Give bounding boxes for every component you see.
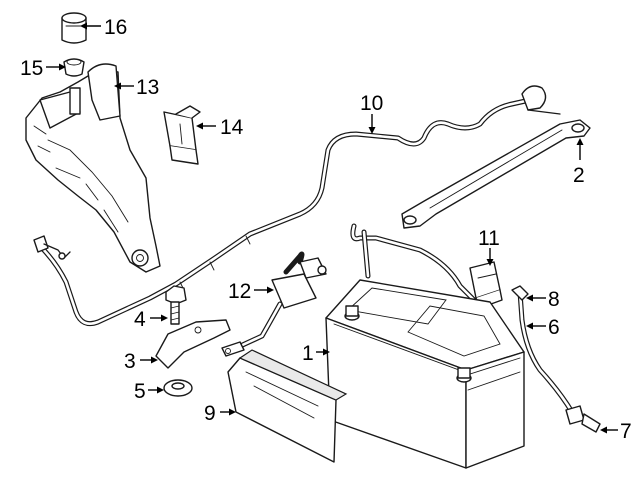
callout-15-label: 15 [20, 57, 43, 80]
callout-3-label: 3 [124, 350, 136, 373]
part-12-negative-cable [221, 251, 327, 357]
callout-4: 4 [134, 308, 168, 331]
callout-9: 9 [204, 402, 236, 425]
callout-14-label: 14 [220, 116, 244, 139]
callouts: 16 15 13 14 10 2 [20, 16, 632, 443]
part-14-cover-plate [163, 105, 201, 165]
callout-12: 12 [228, 280, 274, 303]
callout-9-label: 9 [204, 402, 216, 425]
callout-5-label: 5 [134, 380, 146, 403]
callout-14: 14 [196, 116, 244, 139]
callout-7: 7 [600, 420, 632, 443]
callout-8-label: 8 [548, 288, 560, 311]
part-9-battery-tray [227, 349, 348, 463]
part-10-cable-harness [33, 85, 561, 327]
callout-15: 15 [20, 57, 66, 80]
part-15-grommet [63, 58, 85, 77]
callout-12-label: 12 [228, 280, 251, 303]
callout-16-label: 16 [104, 16, 127, 39]
callout-2: 2 [573, 138, 585, 187]
callout-10: 10 [360, 92, 383, 134]
part-3-bracket-plate [155, 319, 231, 369]
part-4-bolt [165, 285, 187, 325]
callout-10-label: 10 [360, 92, 383, 115]
callout-16: 16 [80, 16, 127, 39]
callout-6-label: 6 [548, 316, 560, 339]
callout-11-label: 11 [478, 227, 500, 250]
part-7-vent-plug [565, 405, 601, 433]
part-13-battery-holder [25, 63, 161, 273]
callout-13: 13 [114, 76, 159, 99]
callout-8: 8 [526, 288, 560, 311]
callout-7-label: 7 [620, 420, 632, 443]
part-2-support-strut [401, 119, 591, 229]
callout-5: 5 [134, 380, 164, 403]
callout-1: 1 [302, 342, 330, 365]
part-8-vent-elbow [511, 285, 529, 301]
part-1-battery [325, 279, 525, 469]
callout-11: 11 [478, 227, 500, 266]
callout-3: 3 [124, 350, 158, 373]
callout-2-label: 2 [573, 164, 585, 187]
part-6-vent-tube [517, 289, 575, 415]
callout-1-label: 1 [302, 342, 314, 365]
part-11-positive-cable [350, 223, 503, 309]
callout-13-label: 13 [136, 76, 159, 99]
part-16-cap [61, 12, 87, 44]
callout-4-label: 4 [134, 308, 146, 331]
part-5-grommet [163, 379, 193, 397]
callout-6: 6 [526, 316, 560, 339]
